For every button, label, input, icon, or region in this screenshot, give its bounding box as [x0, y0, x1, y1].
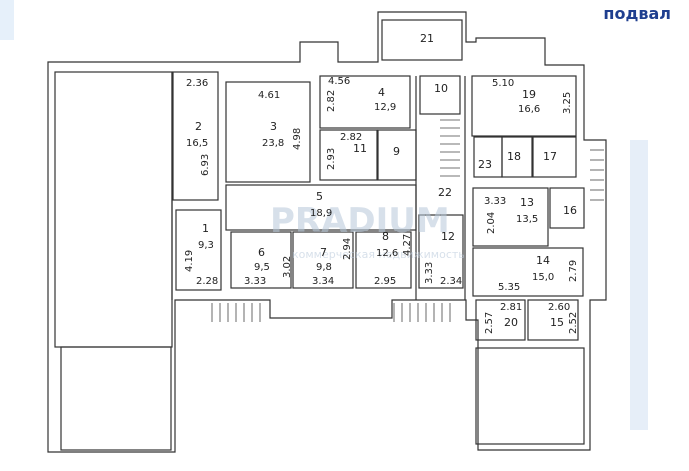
decor-strip-right — [630, 140, 648, 430]
room-8-area: 12,6 — [376, 248, 398, 259]
room-4-area: 12,9 — [374, 102, 396, 113]
room-15-number: 15 — [550, 316, 564, 329]
dimension-label: 2.82 — [326, 90, 337, 112]
room-11-number: 11 — [353, 142, 367, 155]
watermark-brand: PRADIUM — [270, 201, 450, 241]
dimension-label: 2.57 — [484, 312, 495, 334]
dimension-label: 2.82 — [340, 132, 362, 143]
room-13-area: 13,5 — [516, 214, 538, 225]
room-13-number: 13 — [520, 196, 534, 209]
room-3-number: 3 — [270, 120, 277, 133]
room-1-number: 1 — [202, 222, 209, 235]
dimension-label: 3.25 — [562, 92, 573, 114]
room-9-number: 9 — [393, 145, 400, 158]
room-19-number: 19 — [522, 88, 536, 101]
room-6-area: 9,5 — [254, 262, 270, 273]
dimension-label: 3.33 — [244, 276, 266, 287]
room-2-area: 16,5 — [186, 138, 208, 149]
dimension-label: 4.27 — [402, 234, 413, 256]
dimension-label: 2.93 — [326, 148, 337, 170]
dimension-label: 3.02 — [282, 256, 293, 278]
dimension-label: 2.34 — [440, 276, 462, 287]
room-18-number: 18 — [507, 150, 521, 163]
dimension-label: 6.93 — [200, 154, 211, 176]
room-5-number: 5 — [316, 190, 323, 203]
floor-label: подвал — [603, 4, 671, 23]
room-12-number: 12 — [441, 230, 455, 243]
room-16-number: 16 — [563, 204, 577, 217]
room-21-number: 21 — [420, 32, 434, 45]
watermark-tagline: коммерческая недвижимость — [292, 248, 465, 261]
dimension-label: 4.19 — [184, 250, 195, 272]
room-20-number: 20 — [504, 316, 518, 329]
dimension-label: 2.79 — [568, 260, 579, 282]
dimension-label: 2.36 — [186, 78, 208, 89]
room-1-area: 9,3 — [198, 240, 214, 251]
dimension-label: 5.10 — [492, 78, 514, 89]
dimension-label: 2.95 — [374, 276, 396, 287]
dimension-label: 2.94 — [342, 238, 353, 260]
room-14-area: 15,0 — [532, 272, 554, 283]
dimension-label: 2.04 — [486, 212, 497, 234]
room-7-area: 9,8 — [316, 262, 332, 273]
room-10-number: 10 — [434, 82, 448, 95]
dimension-label: 4.61 — [258, 90, 280, 101]
dimension-label: 5.35 — [498, 282, 520, 293]
room-2-number: 2 — [195, 120, 202, 133]
room-7-number: 7 — [320, 246, 327, 259]
room-23-number: 23 — [478, 158, 492, 171]
stairs — [211, 119, 604, 322]
room-6-number: 6 — [258, 246, 265, 259]
dimension-label: 4.98 — [292, 128, 303, 150]
dimension-label: 4.56 — [328, 76, 350, 87]
dimension-label: 2.60 — [548, 302, 570, 313]
room-8-number: 8 — [382, 230, 389, 243]
dimension-label: 2.81 — [500, 302, 522, 313]
decor-strip-left — [0, 0, 14, 40]
room-19-area: 16,6 — [518, 104, 540, 115]
dimension-label: 3.34 — [312, 276, 334, 287]
room-4-number: 4 — [378, 86, 385, 99]
room-14-number: 14 — [536, 254, 550, 267]
room-3-area: 23,8 — [262, 138, 284, 149]
dimension-label: 3.33 — [424, 262, 435, 284]
room-17-number: 17 — [543, 150, 557, 163]
room-22-number: 22 — [438, 186, 452, 199]
dimension-label: 2.52 — [568, 312, 579, 334]
walls — [47, 11, 607, 453]
room-5-area: 18,9 — [310, 208, 332, 219]
dimension-label: 2.28 — [196, 276, 218, 287]
dimension-label: 3.33 — [484, 196, 506, 207]
